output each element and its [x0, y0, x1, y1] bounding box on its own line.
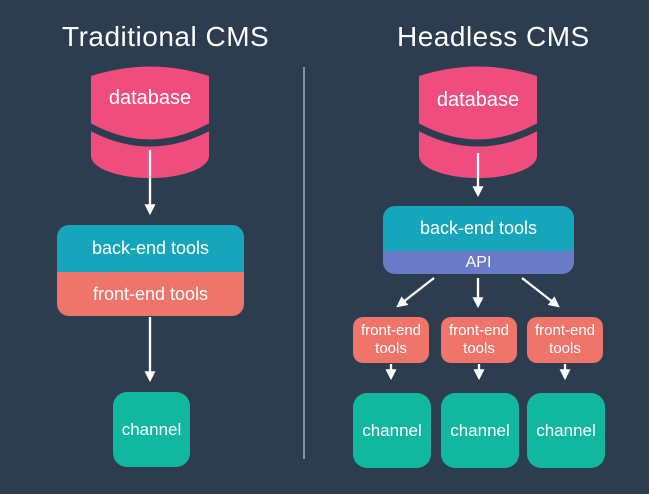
backend-tools-label-right: back-end tools: [419, 218, 538, 238]
database-cylinder-left: [91, 66, 209, 178]
channel-box-1: channel: [353, 393, 431, 468]
database-label-left: database: [108, 87, 192, 109]
frontend-tools-section-left: front-end tools: [57, 272, 244, 316]
arrow-api-to-frontend-3: [521, 277, 560, 308]
database-cylinder-right: [419, 66, 537, 178]
right-column-title: Headless CMS: [397, 21, 590, 52]
frontend-tools-box-2: front-end tools: [441, 317, 517, 363]
arrow-api-to-frontend-1: [396, 277, 435, 308]
channel-label-1: channel: [362, 420, 422, 440]
channel-box-3: channel: [527, 393, 605, 468]
frontend-tools-label-1: front-end tools: [360, 322, 422, 357]
left-column-title: Traditional CMS: [62, 21, 270, 52]
channel-label-left: channel: [121, 419, 182, 439]
backend-api-box-right: back-end tools API: [383, 206, 574, 274]
frontend-tools-box-3: front-end tools: [527, 317, 603, 363]
database-label-right: database: [436, 89, 520, 111]
database-cylinder-left-gap: [83, 120, 217, 147]
tools-box-left: back-end tools front-end tools: [57, 225, 244, 316]
channel-box-left: channel: [113, 392, 190, 467]
backend-tools-section-left: back-end tools: [57, 225, 244, 272]
backend-tools-label-left: back-end tools: [91, 238, 210, 258]
channel-box-2: channel: [441, 393, 519, 468]
backend-tools-section-right: back-end tools: [383, 206, 574, 251]
channel-label-3: channel: [536, 420, 596, 440]
api-section-right: API: [383, 251, 574, 274]
frontend-tools-label-left: front-end tools: [92, 283, 209, 304]
frontend-tools-label-2: front-end tools: [448, 322, 510, 357]
frontend-tools-box-1: front-end tools: [353, 317, 429, 363]
channel-label-2: channel: [450, 420, 510, 440]
frontend-tools-label-3: front-end tools: [534, 322, 596, 357]
api-label: API: [465, 253, 492, 271]
database-cylinder-right-gap: [411, 120, 545, 147]
